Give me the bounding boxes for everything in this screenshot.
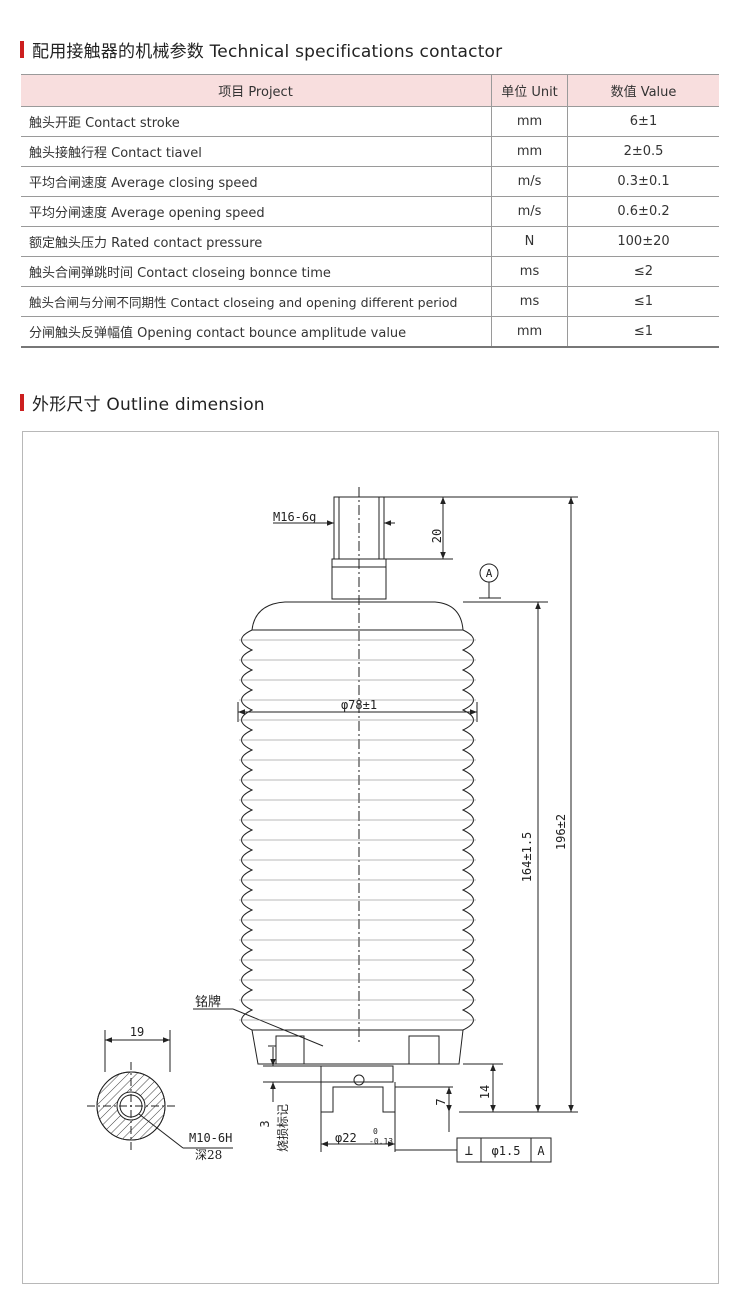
row-unit: mm xyxy=(491,316,568,348)
title-marker xyxy=(20,394,24,411)
row-item: 平均分闸速度 Average opening speed xyxy=(21,196,492,227)
outline-drawing: M16-6g 20 A φ78±1 164±1.5 196±2 铭牌 19 M1… xyxy=(87,487,578,1163)
dim-7-label: 7 xyxy=(434,1098,448,1105)
row-item: 触头开距 Contact stroke xyxy=(21,106,492,137)
table-row: 触头开距 Contact stroke mm 6±1 xyxy=(21,106,719,137)
table-header-row: 项目 Project 单位 Unit 数值 Value xyxy=(21,74,719,107)
table-row: 平均合闸速度 Average closing speed m/s 0.3±0.1 xyxy=(21,166,719,197)
row-item: 触头合闸与分闸不同期性 Contact closeing and opening… xyxy=(21,286,492,317)
thread-length-label: 20 xyxy=(430,529,444,543)
outline-drawing-frame: M16-6g 20 A φ78±1 164±1.5 196±2 铭牌 19 M1… xyxy=(22,431,719,1284)
row-item: 分闸触头反弹幅值 Opening contact bounce amplitud… xyxy=(21,316,492,348)
title-marker xyxy=(20,41,24,58)
dim-14-label: 14 xyxy=(478,1085,492,1099)
row-unit: mm xyxy=(491,106,568,137)
shaft-collar xyxy=(320,1065,394,1083)
perpendicular-tolerance: φ1.5 xyxy=(492,1144,521,1158)
row-item: 平均合闸速度 Average closing speed xyxy=(21,166,492,197)
row-item: 触头接触行程 Contact tiavel xyxy=(21,136,492,167)
spec-table: 项目 Project 单位 Unit 数值 Value 触头开距 Contact… xyxy=(21,74,719,348)
table-row: 触头合闸与分闸不同期性 Contact closeing and opening… xyxy=(21,286,719,317)
body-left-profile xyxy=(241,629,254,1031)
burn-mark-label: 烧损标记 xyxy=(276,1104,290,1152)
row-value: 0.3±0.1 xyxy=(567,166,719,197)
table-row: 触头合闸弹跳时间 Contact closeing bonnce time ms… xyxy=(21,256,719,287)
spec-title-text: 配用接触器的机械参数 Technical specifications cont… xyxy=(32,42,503,62)
shaft-dia-label: φ22 xyxy=(335,1131,357,1145)
row-unit: ms xyxy=(491,286,568,317)
row-value: 100±20 xyxy=(567,226,719,257)
height-inner-label: 164±1.5 xyxy=(520,832,534,883)
row-value: ≤1 xyxy=(567,316,719,348)
diameter-label: φ78±1 xyxy=(341,698,377,712)
height-total-label: 196±2 xyxy=(554,814,568,850)
row-unit: ms xyxy=(491,256,568,287)
row-unit: m/s xyxy=(491,196,568,227)
body-right-profile xyxy=(461,629,474,1031)
perpendicular-datum: A xyxy=(537,1144,545,1158)
datum-label: A xyxy=(486,567,493,580)
row-unit: N xyxy=(491,226,568,257)
row-unit: m/s xyxy=(491,166,568,197)
perpendicular-symbol: ⊥ xyxy=(465,1143,473,1159)
row-unit: mm xyxy=(491,136,568,167)
table-row: 分闸触头反弹幅值 Opening contact bounce amplitud… xyxy=(21,316,719,348)
shaft-tol-lower: -0.13 xyxy=(369,1137,393,1146)
header-project: 项目 Project xyxy=(21,74,492,107)
header-value: 数值 Value xyxy=(567,74,719,107)
row-value: 2±0.5 xyxy=(567,136,719,167)
table-row: 触头接触行程 Contact tiavel mm 2±0.5 xyxy=(21,136,719,167)
outline-section-title: 外形尺寸 Outline dimension xyxy=(20,390,265,415)
table-row: 平均分闸速度 Average opening speed m/s 0.6±0.2 xyxy=(21,196,719,227)
row-item: 额定触头压力 Rated contact pressure xyxy=(21,226,492,257)
row-value: 6±1 xyxy=(567,106,719,137)
row-value: ≤2 xyxy=(567,256,719,287)
top-cap xyxy=(251,601,464,631)
row-value: 0.6±0.2 xyxy=(567,196,719,227)
row-item: 触头合闸弹跳时间 Contact closeing bonnce time xyxy=(21,256,492,287)
header-unit: 单位 Unit xyxy=(491,74,568,107)
section-width-label: 19 xyxy=(130,1025,144,1039)
stud-neck xyxy=(331,558,387,600)
outline-title-text: 外形尺寸 Outline dimension xyxy=(32,395,265,415)
bottom-cap xyxy=(251,1029,464,1065)
hole-thread-label: M10-6H xyxy=(189,1131,232,1145)
shaft xyxy=(320,1082,396,1113)
row-value: ≤1 xyxy=(567,286,719,317)
nameplate-label: 铭牌 xyxy=(195,994,221,1010)
dim-3-label: 3 xyxy=(258,1120,272,1127)
spec-section-title: 配用接触器的机械参数 Technical specifications cont… xyxy=(20,37,502,62)
shaft-tol-upper: 0 xyxy=(373,1127,378,1136)
hole-depth-label: 深28 xyxy=(195,1148,222,1162)
pin-hole xyxy=(353,1074,365,1086)
table-row: 额定触头压力 Rated contact pressure N 100±20 xyxy=(21,226,719,257)
thread-label: M16-6g xyxy=(273,510,316,524)
